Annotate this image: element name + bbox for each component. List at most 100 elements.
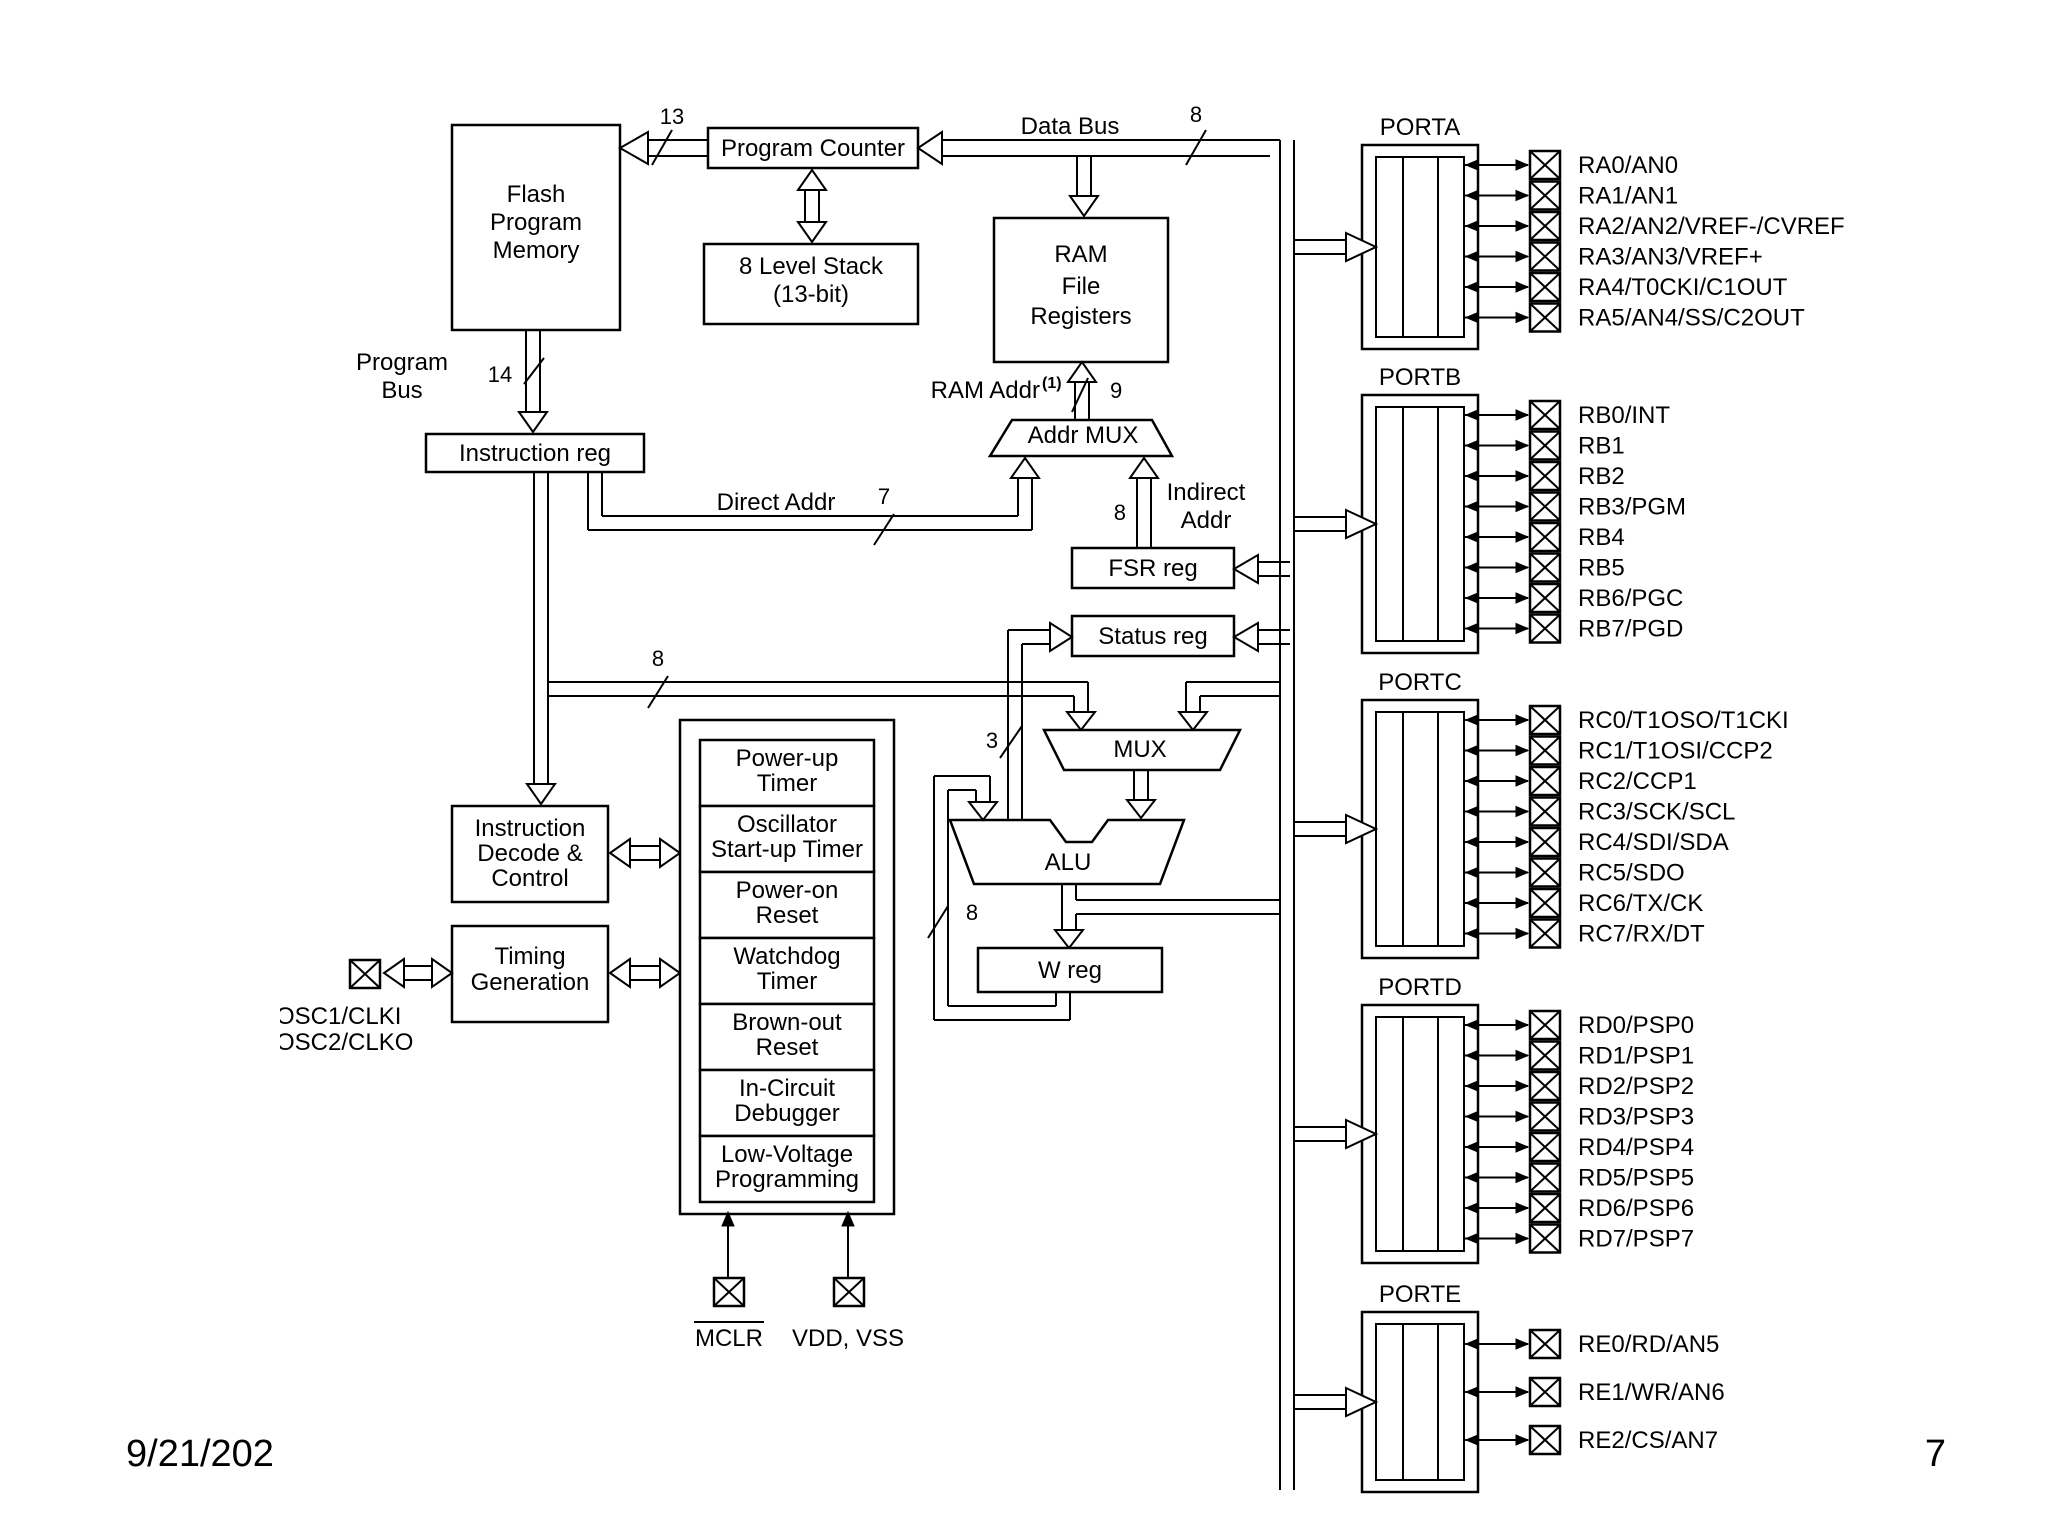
peripheral-label: Low-Voltage <box>721 1141 853 1168</box>
ram-label-3: Registers <box>1030 303 1131 330</box>
program-bus-label-1: Program <box>356 349 448 376</box>
flash-label-2: Program <box>490 209 582 236</box>
pin-label: RB4 <box>1578 524 1625 551</box>
level-stack: 8 Level Stack (13-bit) <box>702 168 920 326</box>
instruction-to-mux-bus: 8 <box>525 472 1280 806</box>
port-portb: PORTBRB0/INTRB1RB2RB3/PGMRB4RB5RB6/PGCRB… <box>1294 364 1686 655</box>
pin-label: RA4/T0CKI/C1OUT <box>1578 274 1788 301</box>
pin-label: RD3/PSP3 <box>1578 1104 1694 1131</box>
direct-addr-width: 7 <box>878 484 890 509</box>
port-pin: RA4/T0CKI/C1OUT <box>1464 271 1788 303</box>
peripheral-label: Debugger <box>734 1100 839 1127</box>
pin-label: RD5/PSP5 <box>1578 1165 1694 1192</box>
mux-label: MUX <box>1113 736 1166 763</box>
port-pin: RD5/PSP5 <box>1464 1162 1694 1193</box>
addr-mux: Addr MUX <box>987 418 1175 458</box>
pin-label: RE0/RD/AN5 <box>1578 1331 1719 1358</box>
pin-label: RC6/TX/CK <box>1578 890 1703 917</box>
pin-label: RC2/CCP1 <box>1578 768 1697 795</box>
port-pin: RC7/RX/DT <box>1464 918 1705 949</box>
program-bus-width: 14 <box>488 362 512 387</box>
mux: MUX <box>1041 728 1243 820</box>
decode-label-2: Decode & <box>477 840 582 867</box>
port-pin: RC1/T1OSI/CCP2 <box>1464 735 1773 766</box>
port-pin: RB1 <box>1464 430 1625 461</box>
indirect-addr-bus: 8 Indirect Addr <box>1114 456 1246 548</box>
port-pin: RB5 <box>1464 552 1625 583</box>
pin-label: RA5/AN4/SS/C2OUT <box>1578 305 1805 332</box>
port-pin: RD6/PSP6 <box>1464 1192 1694 1224</box>
port-pin: RB2 <box>1464 460 1625 492</box>
program-counter: Program Counter <box>706 126 920 170</box>
instruction-register: Instruction reg <box>424 432 646 474</box>
ram-addr-label: RAM Addr <box>931 377 1040 404</box>
decode-label-1: Instruction <box>475 815 586 842</box>
w-feedback-width: 8 <box>966 900 978 925</box>
port-pin: RB0/INT <box>1464 399 1670 431</box>
port-name: PORTA <box>1380 114 1460 141</box>
port-name: PORTC <box>1378 669 1462 696</box>
ram-addr-note: (1) <box>1042 375 1062 392</box>
status-reg-label: Status reg <box>1098 623 1207 650</box>
pin-label: RD4/PSP4 <box>1578 1134 1694 1161</box>
osc-label-1: OSC1/CLKI <box>276 1003 401 1030</box>
footer-date: 9/21/202 <box>126 1433 274 1475</box>
vdd-vss-label: VDD, VSS <box>792 1325 904 1352</box>
pin-label: RB1 <box>1578 433 1625 460</box>
port-pin: RC5/SDO <box>1464 857 1685 888</box>
ram-file-registers: RAM File Registers <box>992 216 1170 364</box>
alu-label: ALU <box>1045 849 1092 876</box>
program-bus-label-2: Bus <box>381 377 422 404</box>
stack-label-2: (13-bit) <box>773 281 849 308</box>
indirect-addr-label-2: Addr <box>1181 507 1232 534</box>
indirect-addr-label-1: Indirect <box>1167 479 1246 506</box>
osc-crop-mask <box>0 990 280 1070</box>
data-bus-label: Data Bus <box>1021 113 1120 140</box>
port-pin: RC4/SDI/SDA <box>1464 826 1729 858</box>
port-pin: RC3/SCK/SCL <box>1464 796 1735 827</box>
decode-label-3: Control <box>491 865 568 892</box>
pin-label: RA0/AN0 <box>1578 152 1678 179</box>
port-name: PORTE <box>1379 1281 1461 1308</box>
peripheral-label: Reset <box>756 1034 819 1061</box>
port-pin: RA2/AN2/VREF-/CVREF <box>1464 210 1845 242</box>
data-bus-width: 8 <box>1190 102 1202 127</box>
port-pin: RC6/TX/CK <box>1464 887 1703 919</box>
mclr-pin: MCLR <box>694 1276 764 1352</box>
port-pin: RD4/PSP4 <box>1464 1131 1694 1163</box>
pin-label: RD1/PSP1 <box>1578 1043 1694 1070</box>
status-bus-width: 3 <box>986 728 998 753</box>
peripheral-label: Oscillator <box>737 811 837 838</box>
pin-label: RC4/SDI/SDA <box>1578 829 1729 856</box>
pin-label: RB2 <box>1578 463 1625 490</box>
peripheral-label: Power-up <box>736 745 839 772</box>
indirect-addr-width: 8 <box>1114 500 1126 525</box>
peripheral-label: Brown-out <box>732 1009 842 1036</box>
port-pin: RD1/PSP1 <box>1464 1040 1694 1071</box>
port-portc: PORTCRC0/T1OSO/T1CKIRC1/T1OSI/CCP2RC2/CC… <box>1294 669 1789 960</box>
osc-pin: OSC1/CLKI OSC2/CLKO <box>276 958 413 1056</box>
program-bus: 14 Program Bus <box>356 330 549 434</box>
instruction-reg-label: Instruction reg <box>459 440 611 467</box>
ram-label-1: RAM <box>1054 241 1107 268</box>
port-porta: PORTARA0/AN0RA1/AN1RA2/AN2/VREF-/CVREFRA… <box>1294 114 1845 351</box>
pin-label: RB6/PGC <box>1578 585 1683 612</box>
port-pin: RD0/PSP0 <box>1464 1009 1694 1041</box>
pin-label: RD7/PSP7 <box>1578 1226 1694 1253</box>
pin-label: RE1/WR/AN6 <box>1578 1379 1725 1406</box>
w-reg-label: W reg <box>1038 957 1102 984</box>
timing-label-1: Timing <box>494 943 565 970</box>
port-pin: RB4 <box>1464 521 1625 553</box>
peripheral-label: Programming <box>715 1166 859 1193</box>
peripheral-label: Timer <box>757 770 817 797</box>
w-register: W reg <box>976 946 1164 994</box>
footer-page-number: 7 <box>1925 1433 1946 1475</box>
pc-bus-width: 13 <box>660 104 684 129</box>
addr-mux-label: Addr MUX <box>1028 422 1139 449</box>
port-pin: RD3/PSP3 <box>1464 1101 1694 1132</box>
